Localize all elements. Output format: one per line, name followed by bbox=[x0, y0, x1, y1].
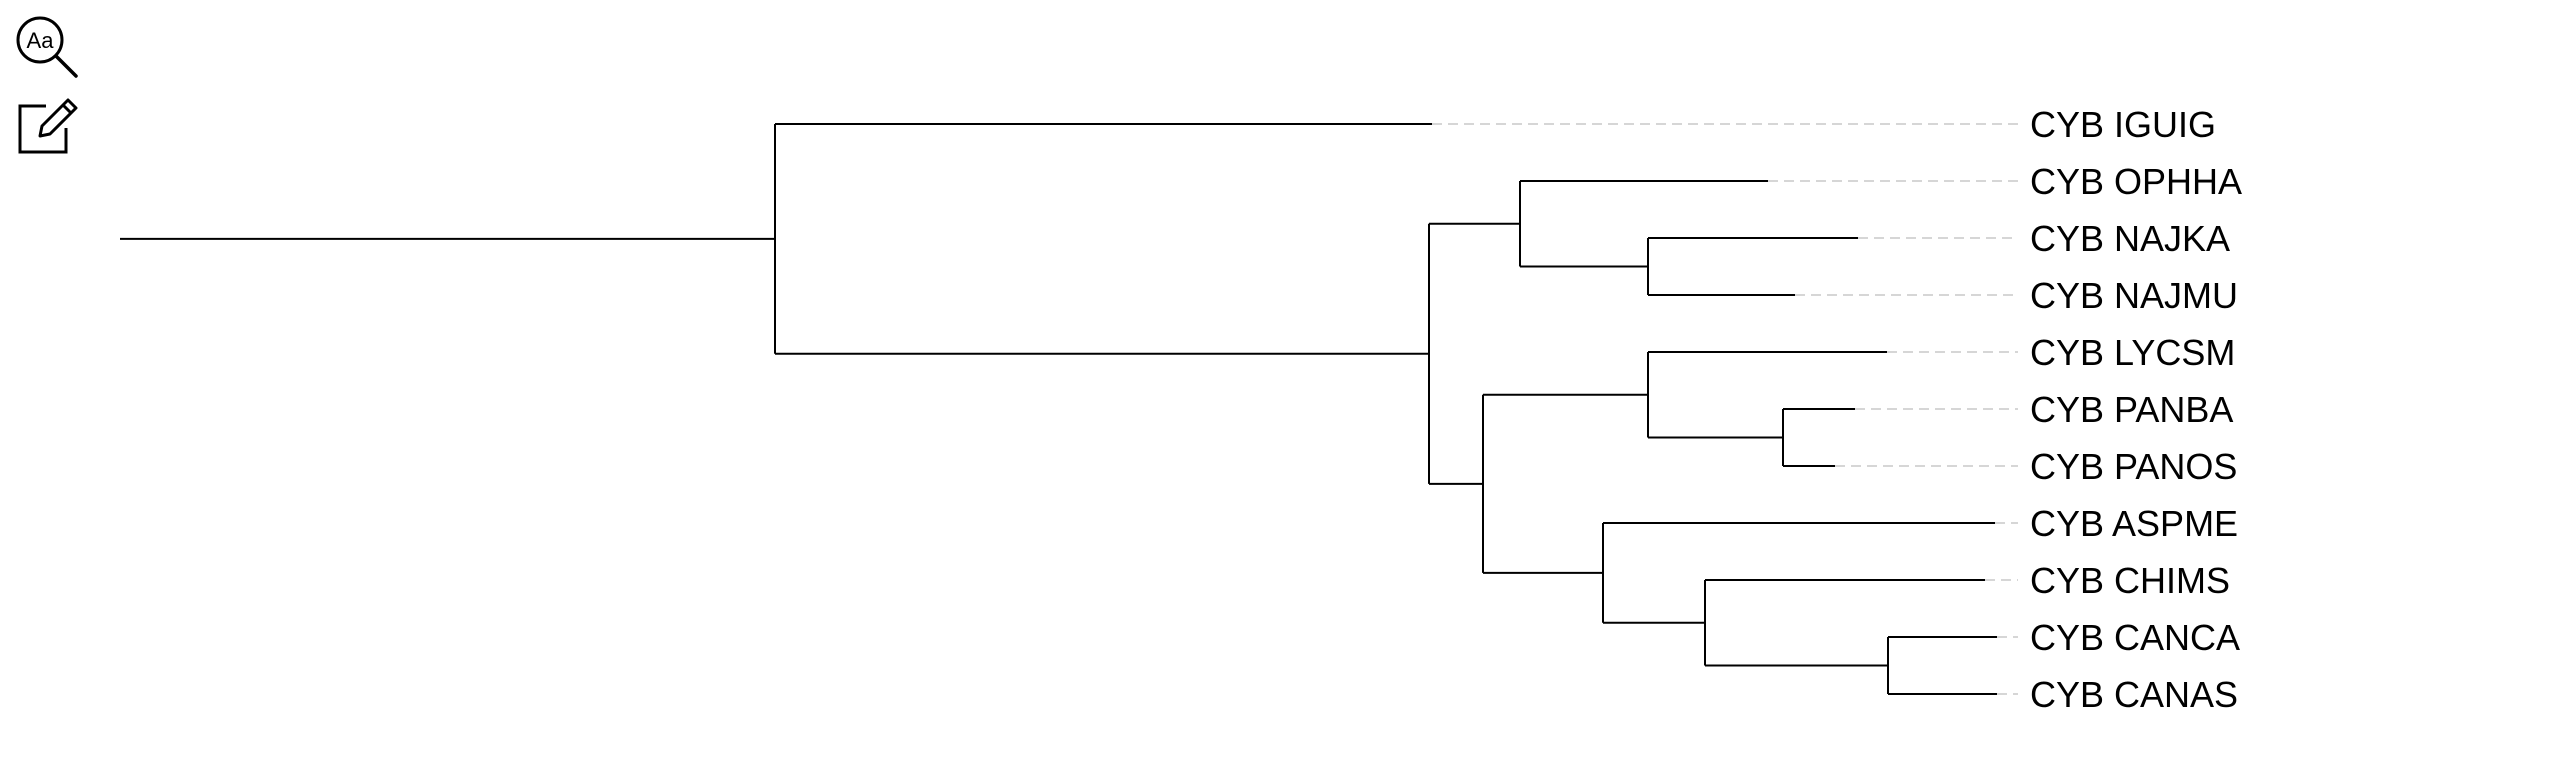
leaf-label[interactable]: CYB NAJKA bbox=[2030, 218, 2230, 259]
leaf-label[interactable]: CYB PANBA bbox=[2030, 389, 2233, 430]
text-search-icon-glyph: Aa bbox=[27, 28, 55, 53]
toolbar: Aa bbox=[14, 0, 84, 160]
leaf-label[interactable]: CYB LYCSM bbox=[2030, 332, 2235, 373]
leaf-label[interactable]: CYB ASPME bbox=[2030, 503, 2238, 544]
leaf-label[interactable]: CYB IGUIG bbox=[2030, 104, 2216, 145]
tree-branches bbox=[120, 123, 1997, 695]
leaf-label[interactable]: CYB PANOS bbox=[2030, 446, 2237, 487]
text-search-icon: Aa bbox=[16, 16, 78, 78]
leaf-label[interactable]: CYB CANAS bbox=[2030, 674, 2238, 715]
leaf-label[interactable]: CYB OPHHA bbox=[2030, 161, 2242, 202]
text-search-button[interactable]: Aa bbox=[14, 14, 80, 80]
leaf-labels: CYB IGUIG CYB OPHHA CYB NAJKA CYB NAJMU … bbox=[2030, 104, 2242, 715]
leaf-label[interactable]: CYB CANCA bbox=[2030, 617, 2240, 658]
edit-button[interactable] bbox=[14, 98, 80, 164]
leaf-guides bbox=[1432, 123, 2018, 695]
leaf-label[interactable]: CYB CHIMS bbox=[2030, 560, 2230, 601]
leaf-label[interactable]: CYB NAJMU bbox=[2030, 275, 2238, 316]
edit-icon bbox=[18, 98, 78, 154]
